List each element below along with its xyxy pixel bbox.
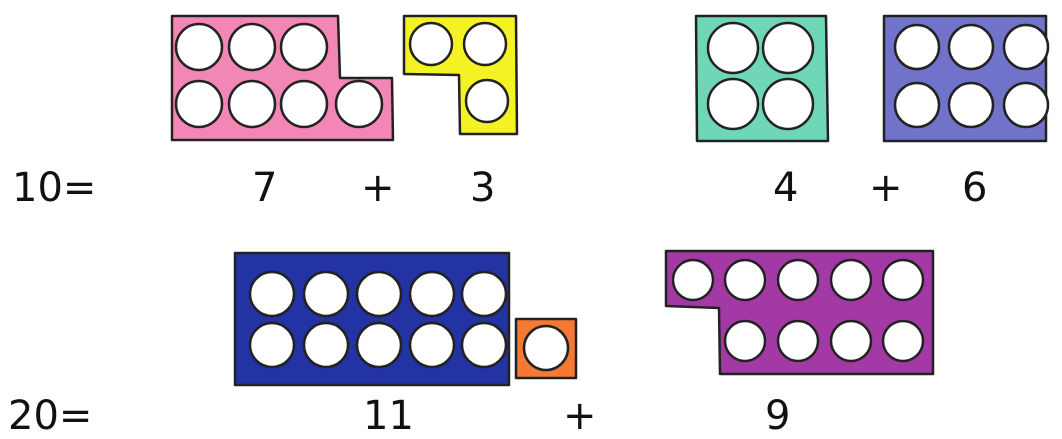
pink-7-shape-hole	[281, 24, 327, 70]
pink-7-shape	[172, 16, 393, 140]
lavender-6-shape-hole	[1004, 25, 1048, 69]
lavender-6-shape	[884, 16, 1048, 141]
equation-2-plus-sign: +	[869, 168, 903, 208]
purple-9-shape	[666, 251, 933, 374]
equation-3-left-addend: 11	[363, 396, 414, 436]
purple-9-shape-hole	[883, 260, 923, 300]
blue-10-shape-hole	[250, 323, 294, 367]
yellow-3-shape	[404, 16, 517, 134]
purple-9-shape-hole	[883, 321, 923, 361]
pink-7-shape-hole	[229, 24, 275, 70]
equation-1-plus-sign: +	[361, 168, 395, 208]
lavender-6-shape-hole	[1004, 83, 1048, 127]
equation-1-total: 10=	[12, 168, 96, 208]
blue-10-shape-hole	[410, 323, 454, 367]
yellow-3-shape-hole	[466, 80, 508, 122]
teal-4-shape	[696, 16, 828, 141]
lavender-6-shape-hole	[949, 25, 993, 69]
blue-10-shape	[235, 253, 509, 385]
purple-9-shape-hole	[725, 260, 765, 300]
yellow-3-shape-hole	[410, 23, 452, 65]
blue-10-shape-hole	[250, 272, 294, 316]
teal-4-shape-hole	[763, 79, 813, 129]
yellow-3-shape-hole	[464, 23, 506, 65]
purple-9-shape-hole	[778, 260, 818, 300]
equation-3-right-addend: 9	[765, 396, 790, 436]
blue-10-shape-hole	[357, 323, 401, 367]
teal-4-shape-hole	[763, 23, 813, 73]
purple-9-shape-hole	[831, 260, 871, 300]
purple-9-shape-hole	[725, 321, 765, 361]
blue-10-shape-hole	[462, 323, 506, 367]
purple-9-shape-hole	[831, 321, 871, 361]
orange-1-shape	[516, 319, 576, 378]
lavender-6-shape-hole	[895, 25, 939, 69]
equation-3-plus-sign: +	[563, 396, 597, 436]
blue-10-shape-hole	[304, 272, 348, 316]
pink-7-shape-hole	[281, 81, 327, 127]
purple-9-shape-hole	[673, 260, 713, 300]
equation-2-left-addend: 4	[773, 168, 798, 208]
equation-1-right-addend: 3	[470, 168, 495, 208]
pink-7-shape-hole	[176, 81, 222, 127]
equation-3-total: 20=	[8, 396, 92, 436]
lavender-6-shape-hole	[949, 83, 993, 127]
pink-7-shape-hole	[229, 81, 275, 127]
equation-1-left-addend: 7	[252, 168, 277, 208]
orange-1-shape-hole	[524, 326, 568, 370]
teal-4-shape-hole	[708, 23, 758, 73]
lavender-6-shape-hole	[895, 83, 939, 127]
equation-2-right-addend: 6	[962, 168, 987, 208]
teal-4-shape-hole	[708, 79, 758, 129]
blue-10-shape-hole	[304, 323, 348, 367]
blue-10-shape-hole	[410, 272, 454, 316]
blue-10-shape-hole	[357, 272, 401, 316]
blue-10-shape-hole	[462, 272, 506, 316]
purple-9-shape-hole	[778, 321, 818, 361]
pink-7-shape-hole	[336, 81, 382, 127]
pink-7-shape-hole	[176, 24, 222, 70]
